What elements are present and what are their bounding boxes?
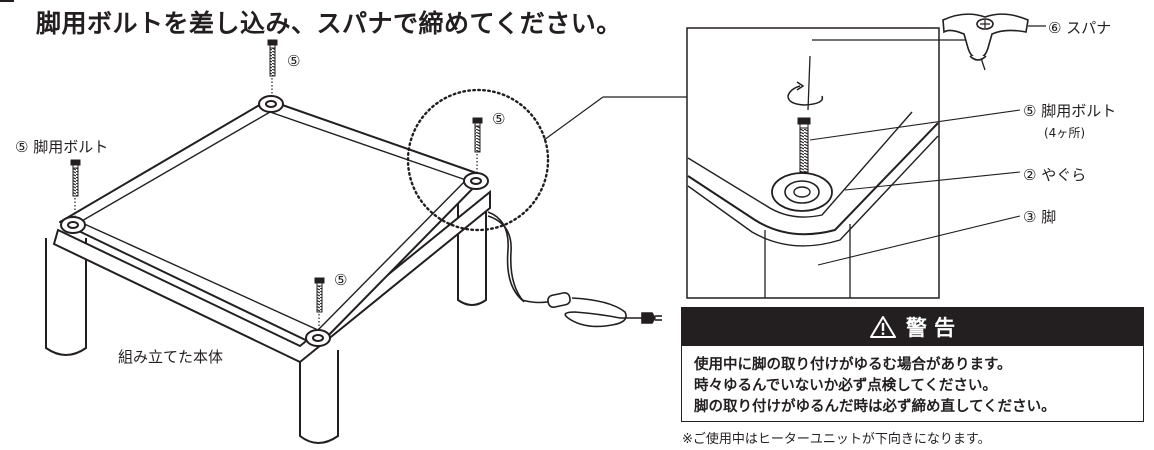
table-leg-front-right — [299, 350, 339, 444]
bolt-icon — [797, 117, 811, 173]
corner-hole — [60, 216, 86, 234]
cord-controller — [547, 291, 571, 309]
bolt-icon — [267, 39, 278, 96]
leg-label: ③ 脚 — [1023, 208, 1057, 226]
bolt-number-label: ⑤ — [334, 271, 348, 289]
bolt-icon — [70, 159, 81, 218]
rotate-arrow-icon — [787, 85, 824, 106]
footnote: ※ご使用中はヒーターユニットが下向きになります。 — [682, 432, 991, 447]
leg-bolts — [70, 39, 483, 331]
corner-hole — [463, 172, 489, 190]
plug-icon — [641, 312, 656, 324]
warning-triangle-icon — [869, 316, 896, 338]
warning-text: 使用中に脚の取り付けがゆるむ場合があります。 時々ゆるんでいないか必ず点検してく… — [682, 346, 1143, 418]
zoom-detail — [686, 27, 1021, 299]
step-marker — [0, 0, 14, 2]
bolt-number-label: ⑤ — [287, 52, 301, 70]
boss-hole — [771, 172, 833, 212]
warning-header: 警 告 — [682, 308, 1143, 346]
warning-heading: 警 告 — [905, 316, 956, 340]
leg-bolt-label: ⑤ 脚用ボルト — [15, 138, 109, 156]
bolt-number-label: ⑤ — [492, 110, 506, 128]
frame-label: ② やぐら — [1023, 166, 1087, 184]
bolt-icon — [314, 277, 325, 331]
table-leg-front-left — [45, 238, 87, 356]
assembled-body-label: 組み立てた本体 — [118, 348, 224, 366]
warning-line: 時々ゆるんでいないか必ず点検してください。 — [694, 378, 997, 394]
leg-bolt-count-label: (4ヶ所) — [1044, 126, 1085, 140]
corner-hole — [305, 329, 331, 347]
wrench-icon — [942, 13, 1046, 61]
warning-line: 使用中に脚の取り付けがゆるむ場合があります。 — [694, 357, 1012, 373]
corner-hole — [258, 95, 284, 113]
leg-bolt-zoom-label: ⑤ 脚用ボルト — [1023, 102, 1117, 120]
power-cord — [487, 211, 662, 328]
warning-box: 警 告 使用中に脚の取り付けがゆるむ場合があります。 時々ゆるんでいないか必ず点… — [681, 307, 1144, 422]
table-body — [45, 95, 491, 444]
bolt-icon — [472, 117, 483, 174]
detail-callout — [406, 88, 687, 232]
page-title: 脚用ボルトを差し込み、スパナで締めてください。 — [36, 9, 622, 38]
wrench-label: ⑥ スパナ — [1048, 19, 1112, 37]
warning-line: 脚の取り付けがゆるんだ時は必ず締め直してください。 — [694, 399, 1056, 415]
